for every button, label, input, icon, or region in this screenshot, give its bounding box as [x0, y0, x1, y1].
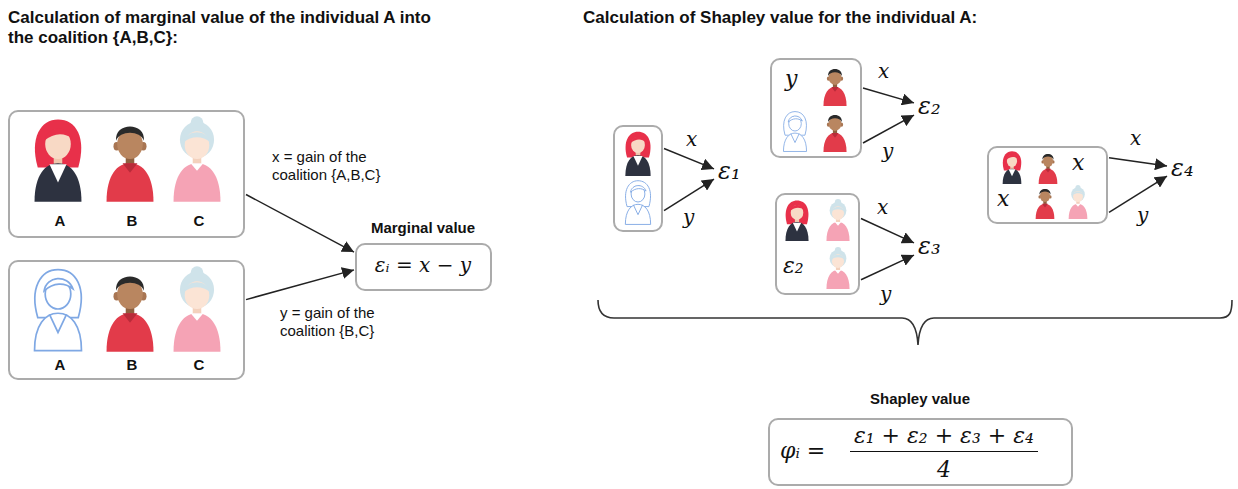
- section-title: Calculation of Shapley value for the ind…: [583, 8, 977, 28]
- curly-brace: [598, 300, 1232, 345]
- arrow-connector: [246, 194, 354, 252]
- edge-label: x = gain of the coalition {A,B,C}: [272, 148, 412, 184]
- edge-label: x: [686, 128, 697, 151]
- formula-box: Marginal valueεᵢ = x − y: [355, 243, 492, 291]
- person-icon: [174, 116, 221, 201]
- person-icon: [625, 132, 650, 176]
- arrow-connector: [664, 149, 714, 169]
- variable: ε₂: [783, 253, 804, 278]
- person-icon: [823, 69, 846, 106]
- person-icon: [1036, 189, 1055, 219]
- person-icon: [35, 120, 82, 202]
- person-letter: C: [194, 356, 205, 373]
- coalition-box: xx: [987, 146, 1108, 224]
- fraction-denominator: 4: [937, 457, 951, 482]
- person-icon: [826, 199, 849, 241]
- arrow-connector: [863, 88, 914, 103]
- edge-label: y: [880, 283, 891, 306]
- formula: εᵢ = x − y: [375, 254, 471, 277]
- person-icon: [1003, 151, 1022, 184]
- person-letter: A: [55, 212, 66, 229]
- ghost-icon: [625, 181, 650, 225]
- arrow-connector: [861, 219, 914, 243]
- epsilon-symbol: ε₁: [718, 158, 741, 186]
- epsilon-symbol: ε₂: [918, 93, 941, 121]
- ghost-icon: [35, 270, 82, 351]
- formula: φᵢ =: [780, 438, 825, 463]
- person-letter: B: [127, 356, 138, 373]
- ghost-icon: [783, 112, 806, 152]
- fraction-numerator: ε₁ + ε₂ + ε₃ + ε₄: [850, 423, 1038, 452]
- edge-label: x: [878, 60, 889, 83]
- coalition-box: y: [770, 58, 862, 158]
- arrow-connector: [863, 115, 914, 143]
- person-icon: [823, 115, 846, 152]
- person-letter: B: [127, 212, 138, 229]
- formula-box: Shapley valueφᵢ =ε₁ + ε₂ + ε₃ + ε₄4: [768, 418, 1073, 486]
- section-title: Calculation of marginal value of the ind…: [8, 8, 448, 47]
- variable: x: [997, 186, 1009, 211]
- edge-label: y: [1137, 204, 1148, 227]
- person-icon: [1069, 185, 1088, 219]
- edge-label: x: [1130, 127, 1141, 150]
- edge-label: y = gain of the coalition {B,C}: [280, 304, 420, 340]
- epsilon-symbol: ε₃: [918, 233, 941, 261]
- coalition-box: A B C: [8, 260, 245, 380]
- epsilon-node: ε₄: [1168, 154, 1216, 188]
- arrow-connector: [1109, 158, 1167, 166]
- epsilon-node: ε₃: [915, 232, 963, 266]
- person-icon: [1039, 154, 1058, 184]
- arrow-connector: [861, 255, 914, 280]
- person-letter: A: [55, 356, 66, 373]
- coalition-box: A B C: [8, 110, 245, 238]
- variable: y: [785, 66, 797, 91]
- epsilon-node: ε₁: [715, 157, 763, 191]
- person-icon: [174, 266, 221, 351]
- arrow-connector: [246, 270, 354, 300]
- person-icon: [107, 126, 154, 201]
- person-icon: [826, 247, 849, 289]
- epsilon-node: ε₂: [915, 92, 963, 126]
- person-icon: [785, 201, 808, 241]
- person-letter: C: [194, 212, 205, 229]
- edge-label: y: [683, 206, 694, 229]
- coalition-box: ε₂: [775, 193, 860, 295]
- person-icon: [107, 276, 154, 351]
- edge-label: x: [877, 196, 888, 219]
- box-heading: Shapley value: [870, 390, 970, 407]
- edge-label: y: [882, 140, 893, 163]
- coalition-box: [613, 125, 663, 232]
- epsilon-symbol: ε₄: [1171, 155, 1194, 183]
- box-heading: Marginal value: [371, 219, 475, 236]
- variable: x: [1072, 150, 1084, 175]
